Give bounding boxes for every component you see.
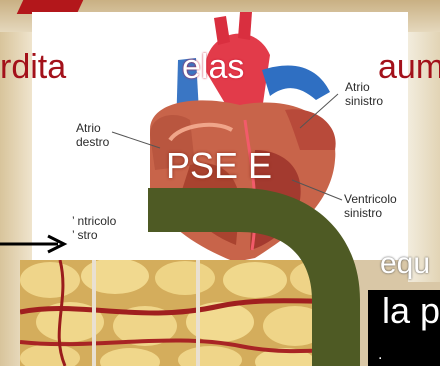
overlay-right-lower-dot: . xyxy=(378,346,382,364)
green-arrow-band xyxy=(148,188,360,366)
overlay-right-lower-text: la p xyxy=(382,290,440,332)
overlay-right-upper-text: equ xyxy=(380,247,430,281)
